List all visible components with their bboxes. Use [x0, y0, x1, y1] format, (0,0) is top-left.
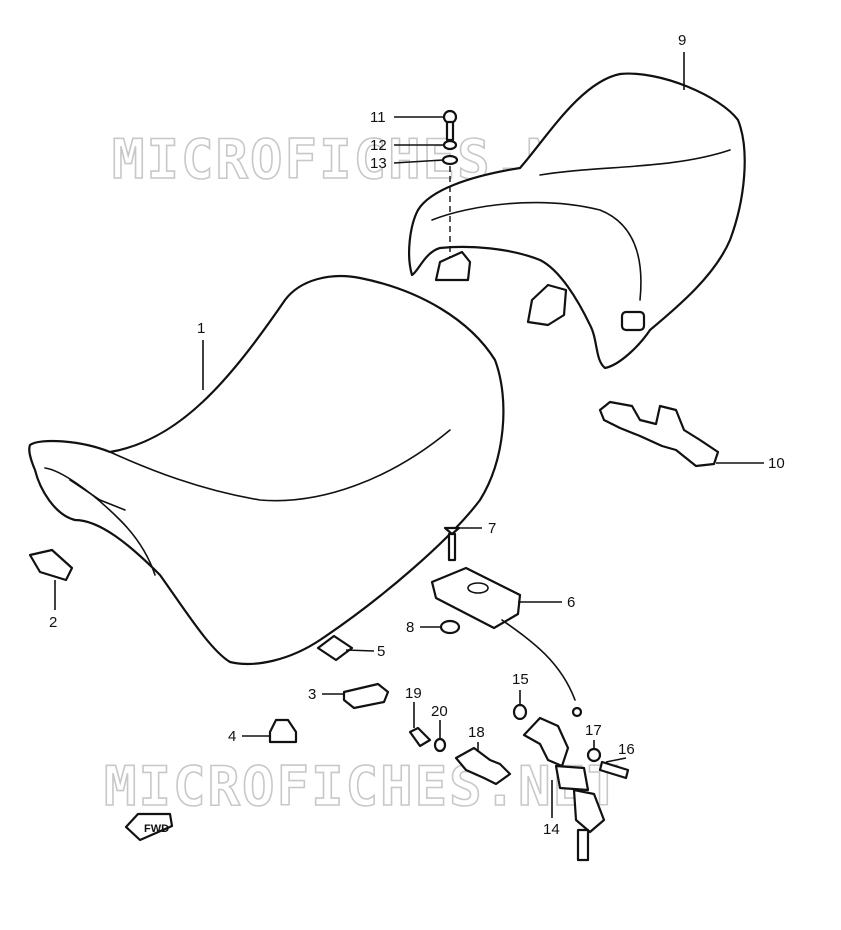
nut-8 [439, 619, 461, 635]
callout-14: 14 [543, 821, 560, 838]
callout-10: 10 [768, 455, 785, 472]
callout-4: 4 [228, 728, 236, 745]
callout-11: 11 [370, 109, 386, 126]
callout-8: 8 [406, 619, 414, 636]
callout-7: 7 [488, 520, 496, 537]
bolt-19 [408, 726, 432, 748]
washer-17 [586, 747, 602, 763]
screw-7 [443, 526, 461, 562]
callout-5: 5 [377, 643, 385, 660]
callout-13: 13 [370, 155, 387, 172]
bumper-2 [28, 548, 74, 582]
callout-12: 12 [370, 137, 387, 154]
screw-16 [598, 760, 630, 780]
rear-seat [408, 72, 746, 370]
callout-17: 17 [585, 722, 602, 739]
seat-lock-6 [430, 566, 583, 718]
washer-12 [442, 139, 458, 151]
tape-5 [316, 634, 354, 662]
callout-18: 18 [468, 724, 485, 741]
callout-3: 3 [308, 686, 316, 703]
plate-3 [342, 682, 390, 710]
rear-bracket [598, 400, 720, 468]
callout-15: 15 [512, 671, 529, 688]
callout-1: 1 [197, 320, 205, 337]
front-seat [28, 274, 505, 666]
callout-9: 9 [678, 32, 686, 49]
callout-20: 20 [431, 703, 448, 720]
watermark-bottom: MICROFICHES.NET [104, 755, 622, 818]
forward-direction-arrow: FWD [124, 812, 174, 842]
bracket-18 [454, 746, 512, 786]
callout-2: 2 [49, 614, 57, 631]
nut-15 [512, 703, 528, 721]
cushion-4 [268, 718, 298, 744]
washer-20 [433, 737, 447, 753]
fwd-label: FWD [144, 823, 169, 835]
washer-13 [441, 154, 459, 166]
callout-6: 6 [567, 594, 575, 611]
callout-19: 19 [405, 685, 422, 702]
lock-assembly-14 [522, 716, 606, 862]
callout-16: 16 [618, 741, 635, 758]
